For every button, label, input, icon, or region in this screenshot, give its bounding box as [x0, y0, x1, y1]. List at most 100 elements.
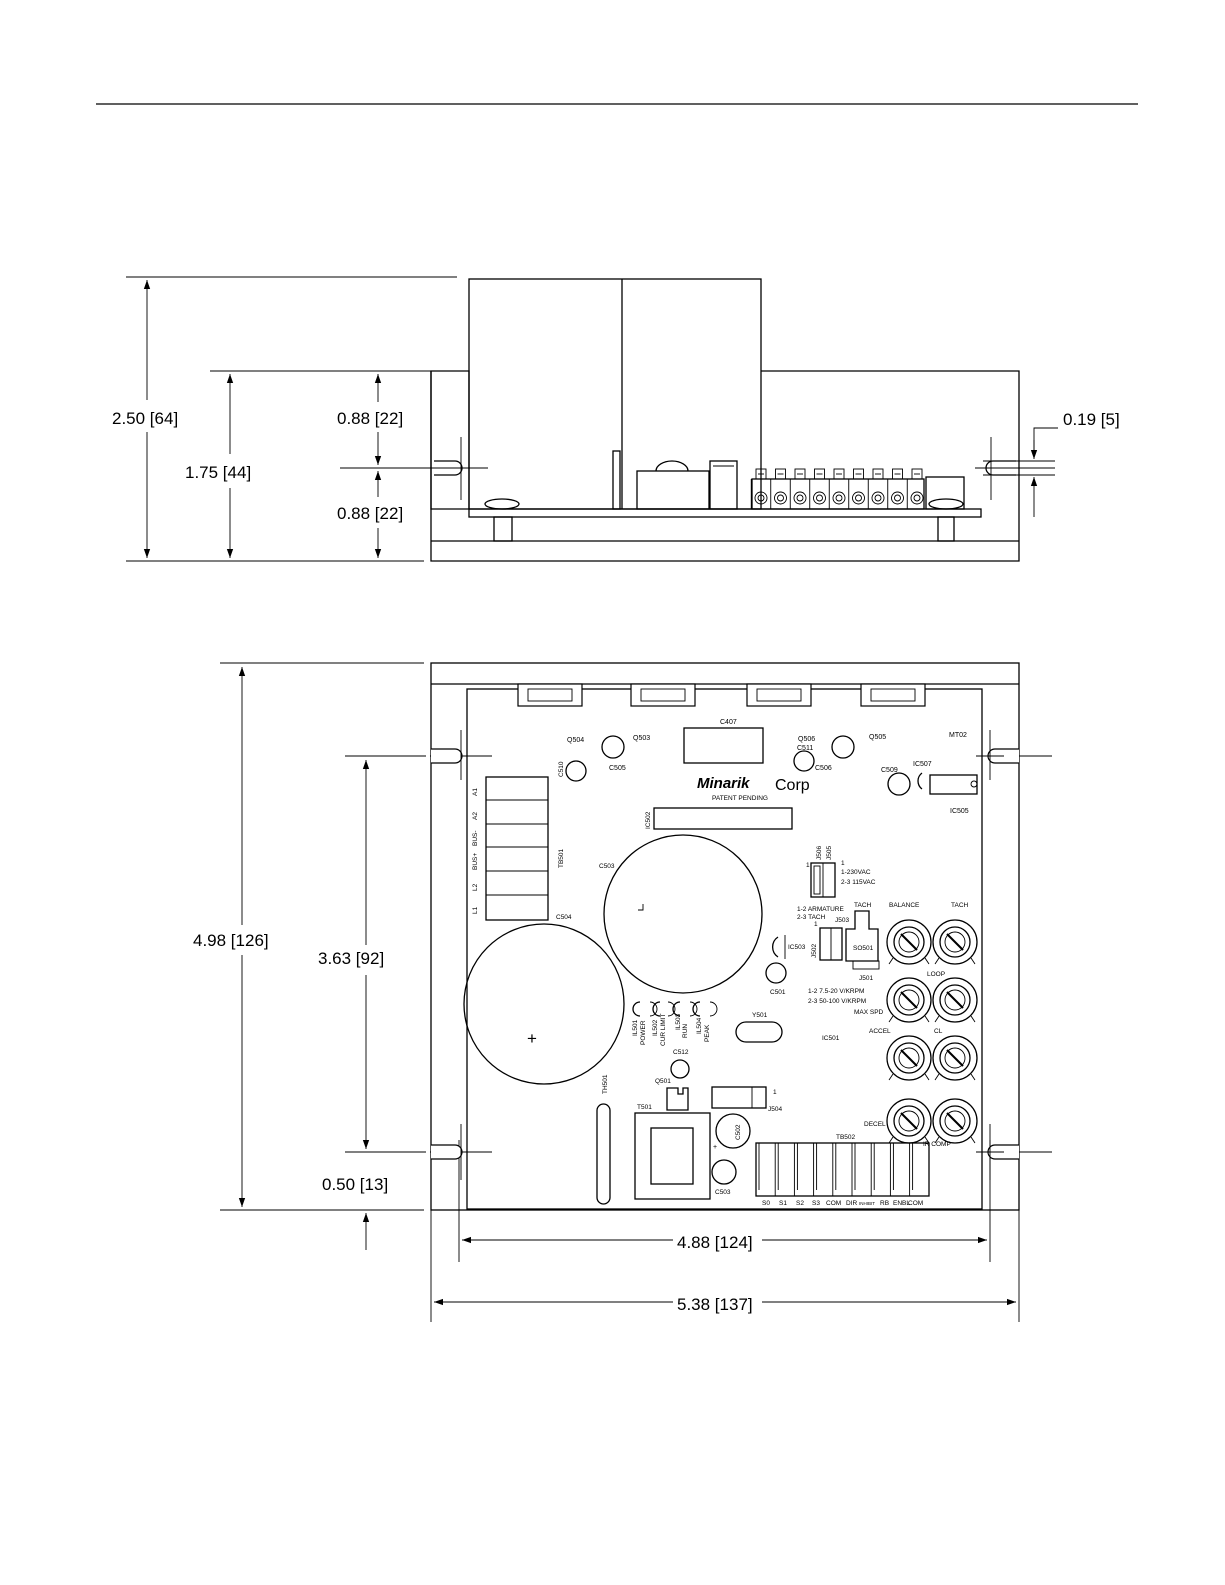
svg-text:IL501: IL501 — [632, 1019, 639, 1036]
brand-logo-corp: Corp — [775, 777, 810, 794]
thermistor-th501 — [596, 1103, 611, 1205]
dim-upper-half: 0.88 [22] — [337, 409, 403, 428]
svg-text:1: 1 — [773, 1089, 777, 1096]
svg-text:C510: C510 — [558, 761, 565, 777]
tb502-term-label: RB — [880, 1200, 889, 1207]
svg-text:1-2 7.5-20 V/KRPM: 1-2 7.5-20 V/KRPM — [808, 988, 864, 995]
svg-text:L1: L1 — [472, 906, 479, 914]
svg-text:RUN: RUN — [682, 1024, 689, 1038]
svg-text:ACCEL: ACCEL — [869, 1028, 891, 1035]
svg-text:J501: J501 — [859, 975, 873, 982]
svg-text:TH501: TH501 — [602, 1074, 609, 1094]
pcb-side — [468, 508, 982, 518]
svg-text:DECEL: DECEL — [864, 1121, 886, 1128]
tb502-term-label: S1 — [779, 1200, 787, 1207]
svg-text:IC505: IC505 — [950, 808, 969, 815]
svg-text:BALANCE: BALANCE — [889, 902, 920, 909]
tb502-term-label: S0 — [762, 1200, 770, 1207]
svg-text:TACH: TACH — [854, 902, 872, 909]
svg-text:C506: C506 — [815, 765, 832, 772]
svg-text:C407: C407 — [720, 719, 737, 726]
c407-part — [683, 727, 764, 764]
svg-text:1-230VAC: 1-230VAC — [841, 869, 871, 876]
status-leds: IL501 POWER IL502 CUR LIMIT IL503 RUN IL… — [632, 1001, 718, 1046]
svg-text:POWER: POWER — [640, 1020, 647, 1045]
svg-text:C505: C505 — [609, 765, 626, 772]
svg-text:C511: C511 — [797, 745, 813, 752]
terminal-strip-side — [750, 468, 925, 510]
svg-text:Q503: Q503 — [633, 735, 650, 742]
svg-text:C503: C503 — [599, 863, 615, 870]
chassis-profile — [430, 370, 470, 510]
pcb-top — [466, 688, 983, 1210]
svg-text:C509: C509 — [881, 767, 898, 774]
tb502-term-label: ENBL — [893, 1200, 910, 1207]
svg-text:C503: C503 — [715, 1189, 731, 1196]
svg-text:1: 1 — [841, 860, 845, 867]
svg-text:IC507: IC507 — [913, 761, 932, 768]
svg-text:BUS+: BUS+ — [472, 853, 479, 870]
dim-overall-height: 4.98 [126] — [193, 931, 269, 950]
svg-text:J503: J503 — [835, 917, 849, 924]
svg-text:MT02: MT02 — [949, 732, 967, 739]
dim-slot-width: 0.19 [5] — [1063, 410, 1120, 429]
svg-text:IC501: IC501 — [822, 1035, 840, 1042]
dim-lower-half: 0.88 [22] — [337, 504, 403, 523]
patent-pending: PATENT PENDING — [712, 795, 768, 802]
capacitor-c504 — [463, 923, 625, 1085]
svg-text:J502: J502 — [811, 944, 818, 958]
svg-text:L2: L2 — [472, 883, 479, 891]
svg-text:IR COMP: IR COMP — [923, 1141, 951, 1148]
svg-text:J506: J506 — [816, 846, 823, 860]
svg-text:Q501: Q501 — [655, 1078, 671, 1085]
svg-text:PEAK: PEAK — [704, 1024, 711, 1042]
svg-text:1-2 ARMATURE: 1-2 ARMATURE — [797, 906, 844, 913]
svg-text:TACH: TACH — [951, 902, 969, 909]
svg-text:A1: A1 — [472, 788, 479, 796]
tb502-term-label: COM — [908, 1200, 923, 1207]
svg-text:T501: T501 — [637, 1104, 652, 1111]
dim-hole-spacing-h: 4.88 [124] — [677, 1233, 753, 1252]
svg-text:C512: C512 — [673, 1049, 689, 1056]
svg-text:MAX SPD: MAX SPD — [854, 1009, 884, 1016]
svg-text:J505: J505 — [826, 846, 833, 860]
side-view: 2.50 [64] 1.75 [44] 0.88 [22] 0.88 [22] … — [112, 276, 1120, 562]
dim-hole-spacing-v: 3.63 [92] — [318, 949, 384, 968]
svg-text:Q504: Q504 — [567, 737, 584, 744]
svg-text:C501: C501 — [770, 989, 786, 996]
svg-text:2-3 115VAC: 2-3 115VAC — [841, 879, 876, 886]
tb502-term-label: DIR — [846, 1200, 858, 1207]
tb501-terminal-block: A1 A2 BUS- BUS+ L2 L1 TB501 — [472, 776, 565, 921]
svg-text:C502: C502 — [735, 1124, 742, 1140]
svg-text:IL502: IL502 — [652, 1019, 659, 1036]
left-slot — [434, 460, 463, 476]
top-view: 4.98 [126] 3.63 [92] 0.50 [13] 4.88 [124… — [193, 662, 1052, 1322]
svg-text:CL: CL — [934, 1028, 943, 1035]
svg-text:TB502: TB502 — [836, 1134, 856, 1141]
dim-hole-offset: 0.50 [13] — [322, 1175, 388, 1194]
right-slot — [985, 460, 1016, 476]
svg-text:+: + — [713, 1144, 717, 1151]
capacitor-c503 — [603, 834, 763, 994]
svg-text:1: 1 — [806, 862, 810, 869]
tb502-term-label: COM — [826, 1200, 841, 1207]
heatsink-side — [468, 278, 762, 510]
socket-so501 — [845, 910, 879, 962]
svg-text:2-3 50-100 V/KRPM: 2-3 50-100 V/KRPM — [808, 998, 866, 1005]
svg-text:Q506: Q506 — [798, 736, 815, 743]
tb502-term-label: S2 — [796, 1200, 804, 1207]
crystal-y501 — [735, 1021, 783, 1043]
svg-text:IL503: IL503 — [675, 1013, 682, 1030]
dim-total-height: 2.50 [64] — [112, 409, 178, 428]
svg-text:Q505: Q505 — [869, 734, 886, 741]
tb502-term-label: INHIBIT — [859, 1201, 875, 1206]
dim-base-height: 1.75 [44] — [185, 463, 251, 482]
svg-text:C504: C504 — [556, 914, 572, 921]
svg-text:IC502: IC502 — [645, 811, 652, 829]
svg-text:SO501: SO501 — [853, 945, 874, 952]
svg-text:IC503: IC503 — [788, 944, 806, 951]
transformer-t501 — [634, 1112, 711, 1200]
svg-text:A2: A2 — [472, 812, 479, 820]
svg-text:CUR LIMIT: CUR LIMIT — [660, 1013, 667, 1046]
